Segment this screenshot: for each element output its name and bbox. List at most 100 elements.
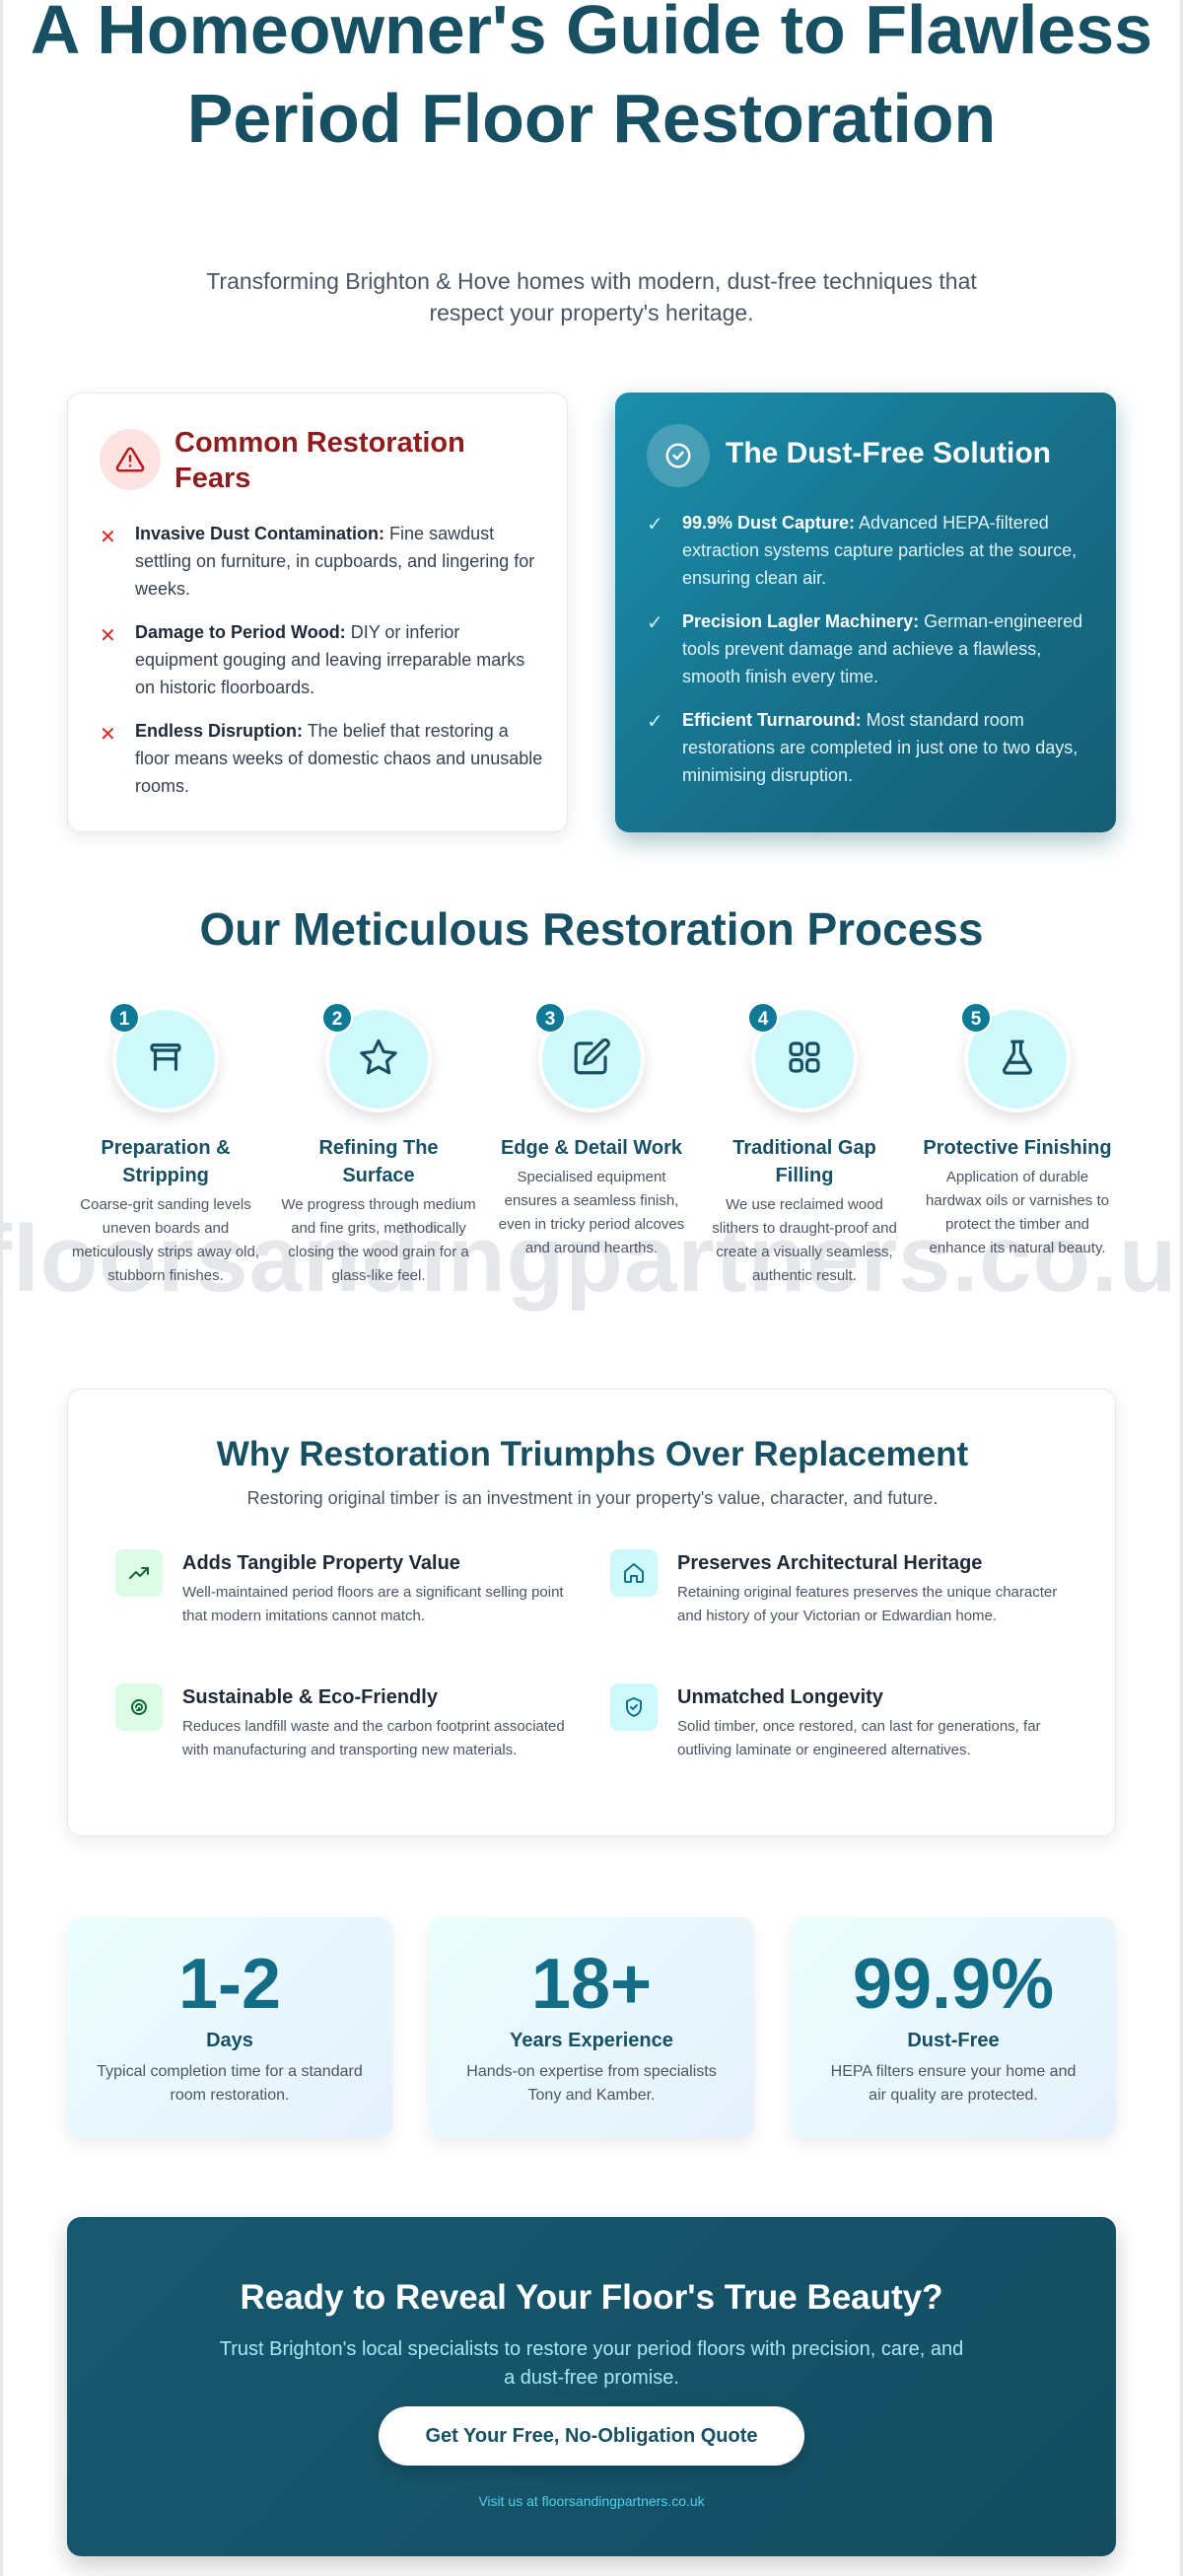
- benefit-text: Well-maintained period floors are a sign…: [182, 1584, 564, 1624]
- why-restoration-card: Why Restoration Triumphs Over Replacemen…: [67, 1389, 1116, 1836]
- step-icon-circle: 1: [108, 1002, 219, 1112]
- fear-text: Fine sawdust settling on furniture, in c…: [135, 524, 535, 599]
- benefit-text: Solid timber, once restored, can last fo…: [677, 1718, 1041, 1758]
- step-title: Refining The Surface: [318, 1137, 439, 1186]
- list-item: ✓ Precision Lagler Machinery: German-engi…: [647, 608, 1090, 690]
- benefit-title: Preserves Architectural Heritage: [677, 1552, 983, 1574]
- cta-text: Trust Brighton's local specialists to re…: [219, 2338, 964, 2389]
- title-line-2: Period Floor Restoration: [186, 80, 997, 157]
- stat-value: 18+: [530, 1945, 653, 2024]
- website-link[interactable]: Visit us at floorsandingpartners.co.uk: [478, 2493, 705, 2509]
- cta-section: Ready to Reveal Your Floor's True Beauty…: [67, 2217, 1116, 2556]
- stat-card-days: 1-2 Days Typical completion time for a s…: [67, 1917, 392, 2138]
- watermark-text: floorsandingpartners.co.uk: [0, 1206, 1183, 1312]
- grid-icon: [784, 1037, 825, 1083]
- fear-text: DIY or inferior equipment gouging and le…: [135, 622, 525, 697]
- step-icon-circle: 2: [321, 1002, 432, 1112]
- process-step-4: 4 Traditional Gap Filling We use reclaim…: [706, 1002, 903, 1288]
- solution-text: German-engineered tools prevent damage a…: [682, 611, 1083, 686]
- cross-icon: ✕: [100, 527, 116, 548]
- check-icon: ✓: [647, 711, 663, 733]
- stat-label: Dust-Free: [907, 2030, 1000, 2051]
- benefit-text: Retaining original features preserves th…: [677, 1584, 1058, 1624]
- cta-title: Ready to Reveal Your Floor's True Beauty…: [240, 2278, 943, 2317]
- fear-text: The belief that restoring a floor means …: [135, 721, 543, 796]
- process-title: Our Meticulous Restoration Process: [199, 903, 984, 955]
- step-text: Application of durable hardwax oils or v…: [926, 1169, 1109, 1256]
- star-icon: [358, 1037, 399, 1083]
- stat-value: 99.9%: [852, 1945, 1055, 2024]
- benefit-text: Reduces landfill waste and the carbon fo…: [182, 1718, 565, 1758]
- list-item: ✕ Invasive Dust Contamination: Fine sawdu…: [100, 520, 543, 603]
- process-step-1: 1 Preparation & Stripping Coarse-grit sa…: [67, 1002, 264, 1288]
- list-item: ✓Efficient Turnaround: Most standard roo…: [647, 706, 1090, 789]
- step-number: 5: [960, 1002, 992, 1034]
- fear-heading: Endless Disruption:: [135, 721, 304, 741]
- process-step-3: 3 Edge & Detail Work Specialised equipme…: [493, 1002, 690, 1260]
- fears-card: Common Restoration Fears ✕ Invasive Dust …: [67, 393, 568, 832]
- check-circle-icon: [647, 424, 710, 487]
- recycle-icon: [115, 1683, 163, 1731]
- step-text: We progress through medium and fine grit…: [281, 1196, 476, 1284]
- step-number: 4: [747, 1002, 779, 1034]
- flask-icon: [997, 1037, 1038, 1083]
- process-step-2: 2 Refining The Surface We progress throu…: [280, 1002, 477, 1288]
- stat-card-dust-free: 99.9% Dust-Free HEPA filters ensure your…: [791, 1917, 1116, 2138]
- step-title: Preparation & Stripping: [101, 1137, 231, 1186]
- home-icon: [610, 1549, 658, 1597]
- stat-description: HEPA filters ensure your home and air qu…: [830, 2063, 1077, 2104]
- process-step-5: 5 Protective Finishing Application of du…: [919, 1002, 1116, 1260]
- benefit-title: Sustainable & Eco-Friendly: [182, 1686, 438, 1708]
- solution-list: ✓ 99.9% Dust Capture: Advanced HEPA-filte…: [647, 509, 1090, 805]
- warning-triangle-icon: [100, 429, 161, 490]
- solution-card: The Dust-Free Solution ✓ 99.9% Dust Captu…: [615, 393, 1116, 832]
- stat-card-experience: 18+ Years Experience Hands-on expertise …: [429, 1917, 754, 2138]
- list-item: ✕ Damage to Period Wood: DIY or inferior …: [100, 618, 543, 701]
- benefit-title: Unmatched Longevity: [677, 1686, 883, 1708]
- why-title: Why Restoration Triumphs Over Replacemen…: [216, 1435, 969, 1473]
- fear-heading: Damage to Period Wood:: [135, 622, 346, 642]
- fears-list: ✕ Invasive Dust Contamination: Fine sawdu…: [100, 520, 543, 816]
- solution-heading: Efficient Turnaround:: [682, 710, 862, 730]
- step-number: 1: [108, 1002, 140, 1034]
- check-icon: ✓: [647, 612, 663, 634]
- fears-title: Common Restoration Fears: [174, 427, 465, 494]
- step-number: 3: [534, 1002, 566, 1034]
- stat-description: Typical completion time for a standard r…: [97, 2063, 363, 2104]
- step-title: Protective Finishing: [923, 1137, 1112, 1159]
- solution-heading: Precision Lagler Machinery:: [682, 611, 920, 631]
- solution-heading: 99.9% Dust Capture:: [682, 513, 856, 533]
- hero-subtitle: Transforming Brighton & Hove homes with …: [206, 268, 977, 325]
- cross-icon: ✕: [100, 724, 116, 746]
- pencil-square-icon: [571, 1037, 612, 1083]
- shield-check-icon: [610, 1683, 658, 1731]
- benefit-item: Preserves Architectural Heritage Retaini…: [610, 1549, 1074, 1628]
- benefit-item: Unmatched Longevity Solid timber, once r…: [610, 1683, 1074, 1762]
- get-quote-button[interactable]: Get Your Free, No-Obligation Quote: [379, 2406, 804, 2466]
- solution-text: Advanced HEPA-filtered extraction system…: [682, 513, 1078, 588]
- benefit-item: Sustainable & Eco-Friendly Reduces landf…: [115, 1683, 579, 1762]
- trending-up-icon: [115, 1549, 163, 1597]
- fear-heading: Invasive Dust Contamination:: [135, 524, 385, 543]
- step-text: Coarse-grit sanding levels uneven boards…: [71, 1196, 260, 1284]
- step-icon-circle: 3: [534, 1002, 645, 1112]
- step-title: Traditional Gap Filling: [732, 1137, 876, 1186]
- step-number: 2: [321, 1002, 353, 1034]
- why-subtitle: Restoring original timber is an investme…: [246, 1488, 939, 1508]
- benefit-title: Adds Tangible Property Value: [182, 1552, 460, 1574]
- solution-title: The Dust-Free Solution: [726, 437, 1051, 469]
- cross-icon: ✕: [100, 625, 116, 647]
- step-icon-circle: 5: [960, 1002, 1071, 1112]
- step-title: Edge & Detail Work: [500, 1137, 683, 1159]
- step-icon-circle: 4: [747, 1002, 858, 1112]
- check-icon: ✓: [647, 514, 663, 536]
- page-title: A Homeowner's Guide to Flawless Period F…: [0, 0, 1183, 163]
- stat-label: Days: [206, 2030, 253, 2051]
- benefit-item: Adds Tangible Property Value Well-mainta…: [115, 1549, 579, 1628]
- title-line-1: A Homeowner's Guide to Flawless: [30, 0, 1153, 68]
- stat-label: Years Experience: [510, 2030, 673, 2051]
- list-item: ✓ 99.9% Dust Capture: Advanced HEPA-filte…: [647, 509, 1090, 592]
- step-text: Specialised equipment ensures a seamless…: [498, 1169, 685, 1256]
- step-text: We use reclaimed wood slithers to draugh…: [712, 1196, 897, 1284]
- sander-icon: [145, 1037, 186, 1083]
